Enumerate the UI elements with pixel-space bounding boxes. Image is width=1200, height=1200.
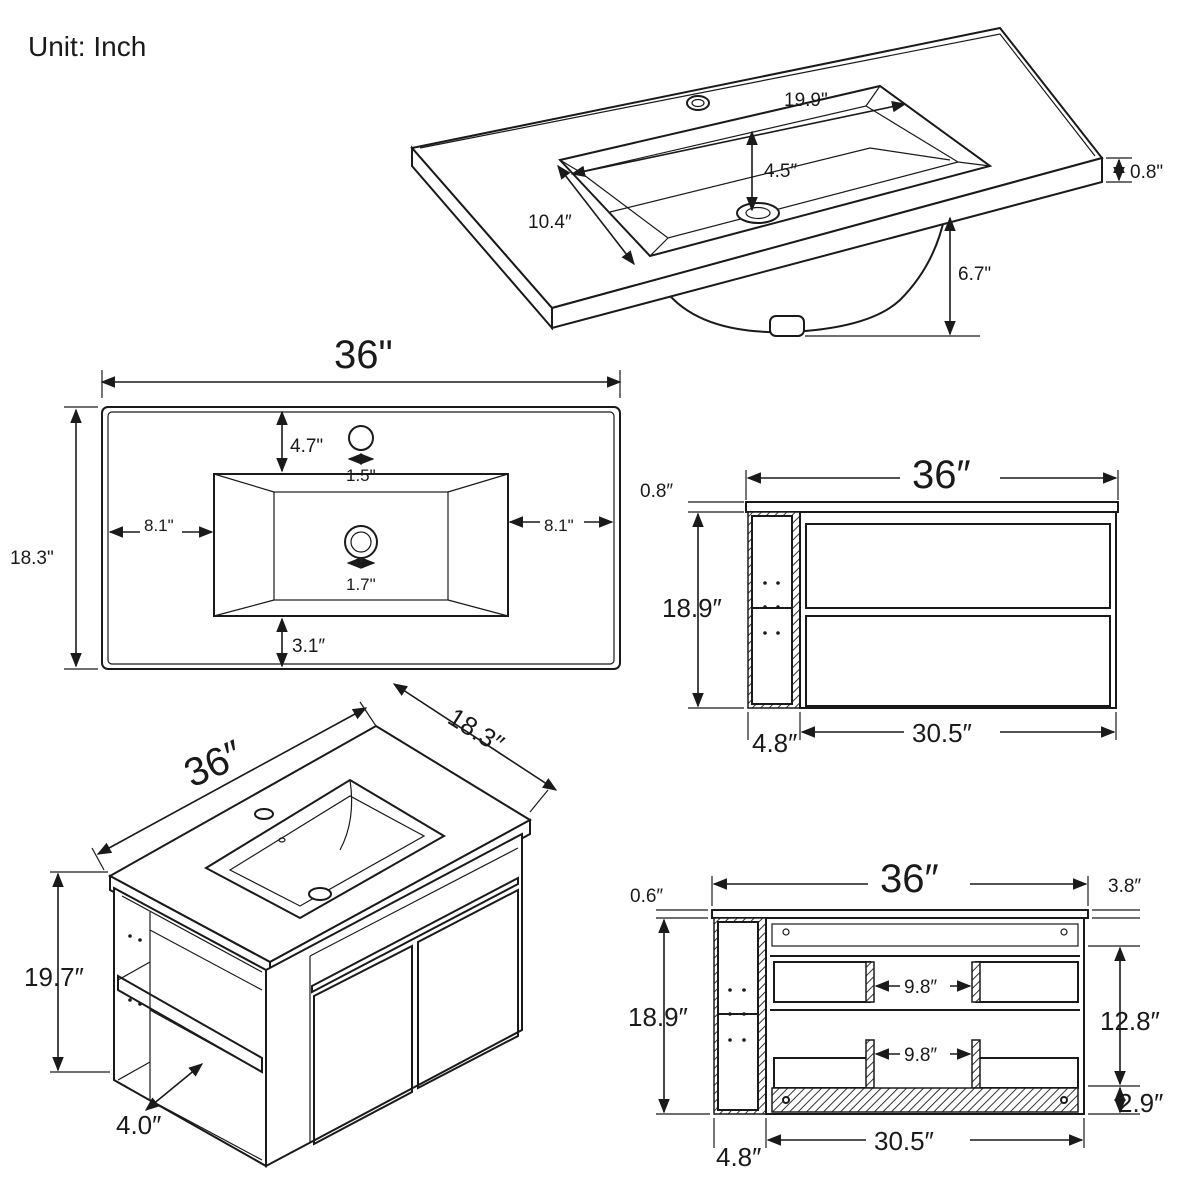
iso-height-label: 19.7″ bbox=[24, 962, 84, 992]
iso-shelf-depth-label: 4.0″ bbox=[116, 1110, 161, 1140]
basin-outline bbox=[213, 473, 509, 617]
iso-drawer-handle-rail bbox=[311, 876, 519, 994]
unit-label: Unit: Inch bbox=[28, 31, 146, 62]
interior-countertop bbox=[711, 909, 1089, 919]
front-elevation-view: 36″ 0.8″ 18.9″ 30.5″ 4.8″ bbox=[640, 453, 1119, 758]
interior-cabinet-body bbox=[765, 917, 1085, 1115]
front-top-thickness-label: 0.8″ bbox=[640, 481, 673, 502]
right-margin-label: 8.1" bbox=[544, 516, 574, 535]
cabinet-body bbox=[799, 511, 1117, 709]
sink-bowl bbox=[663, 213, 947, 334]
sink-detail-view: 19.9" 4.5″ 10.4″ 0.8" 6.7" bbox=[410, 26, 1163, 337]
iso-door-left bbox=[313, 944, 413, 1146]
upper-drawer-width-label: 9.8″ bbox=[904, 977, 937, 998]
faucet-hole-icon bbox=[686, 95, 710, 111]
countertop-side-edge bbox=[411, 145, 553, 331]
faucet-hole-label: 1.5" bbox=[346, 466, 376, 485]
isometric-view: 36″ 18.3″ 19.7″ bbox=[24, 683, 558, 1168]
iso-depth-label: 18.3″ bbox=[443, 702, 510, 759]
lower-drawer-width-label: 9.8″ bbox=[904, 1045, 937, 1066]
shelf-peg-icon bbox=[128, 934, 142, 1006]
interior-height-label: 18.9″ bbox=[628, 1002, 688, 1032]
front-cabinet-width-label: 30.5″ bbox=[912, 718, 972, 748]
top-plan-view: 36" 18.3" 4.7" 1.5" 1.7" 8.1" 8.1" 3.1″ bbox=[10, 333, 622, 670]
basin-width-dim bbox=[557, 164, 635, 266]
drain-pipe bbox=[769, 315, 805, 337]
front-width-label: 36″ bbox=[912, 453, 971, 497]
faucet-hole-icon bbox=[348, 425, 374, 451]
countertop-outline bbox=[101, 406, 621, 670]
upper-drawer-box-right bbox=[975, 961, 1079, 1003]
interior-width-label: 36″ bbox=[880, 857, 939, 901]
faucet-offset-label: 4.7" bbox=[290, 436, 323, 457]
interior-shelf-width-label: 4.8″ bbox=[716, 1142, 761, 1172]
iso-door-right bbox=[417, 888, 519, 1090]
interior-upper-height-label: 12.8″ bbox=[1100, 1006, 1160, 1036]
left-margin-label: 8.1" bbox=[144, 516, 174, 535]
iso-cabinet-front bbox=[265, 832, 523, 1168]
front-height-label: 18.9″ bbox=[662, 593, 722, 623]
drain-hole-label: 1.7" bbox=[346, 575, 376, 594]
interior-elevation-view: 36″ 0.6″ 3.8″ 9.8″ bbox=[628, 857, 1163, 1172]
drain-icon bbox=[344, 525, 378, 559]
interior-cabinet-width-label: 30.5″ bbox=[874, 1126, 934, 1156]
basin-depth-label: 4.5″ bbox=[764, 161, 797, 182]
interior-top-thickness-label: 0.6″ bbox=[630, 886, 663, 907]
upper-drawer-front bbox=[805, 523, 1111, 609]
bottom-margin-label: 3.1″ bbox=[292, 636, 325, 657]
drain-icon bbox=[736, 202, 780, 224]
iso-shelf-depth-dim bbox=[144, 1063, 204, 1111]
shelf-peg-icon bbox=[763, 581, 780, 635]
interior-base-panel bbox=[771, 1087, 1079, 1113]
faucet-hole-icon bbox=[254, 808, 274, 820]
iso-width-label: 36″ bbox=[178, 732, 249, 796]
countertop-front bbox=[745, 501, 1119, 513]
basin-width-label: 10.4″ bbox=[528, 212, 572, 233]
interior-base-height-label: 2.9″ bbox=[1118, 1088, 1163, 1118]
front-shelf-width-label: 4.8″ bbox=[752, 728, 797, 758]
lower-drawer-box-left bbox=[773, 1057, 871, 1089]
interior-back-gap-label: 3.8″ bbox=[1108, 876, 1141, 897]
basin-length-dim bbox=[570, 101, 907, 177]
basin-length-label: 19.9" bbox=[784, 90, 828, 111]
iso-depth-dim bbox=[392, 683, 558, 791]
lower-drawer-front bbox=[805, 615, 1111, 707]
top-depth-label: 18.3" bbox=[10, 548, 54, 569]
shelf-peg-icon bbox=[728, 988, 746, 1042]
iso-width-dim bbox=[96, 707, 368, 855]
upper-drawer-box-left bbox=[773, 961, 871, 1003]
top-thickness-label: 0.8" bbox=[1130, 162, 1163, 183]
bowl-height-label: 6.7" bbox=[958, 264, 991, 285]
drain-icon bbox=[308, 887, 332, 901]
top-width-label: 36" bbox=[334, 333, 393, 377]
lower-drawer-box-right bbox=[975, 1057, 1079, 1089]
